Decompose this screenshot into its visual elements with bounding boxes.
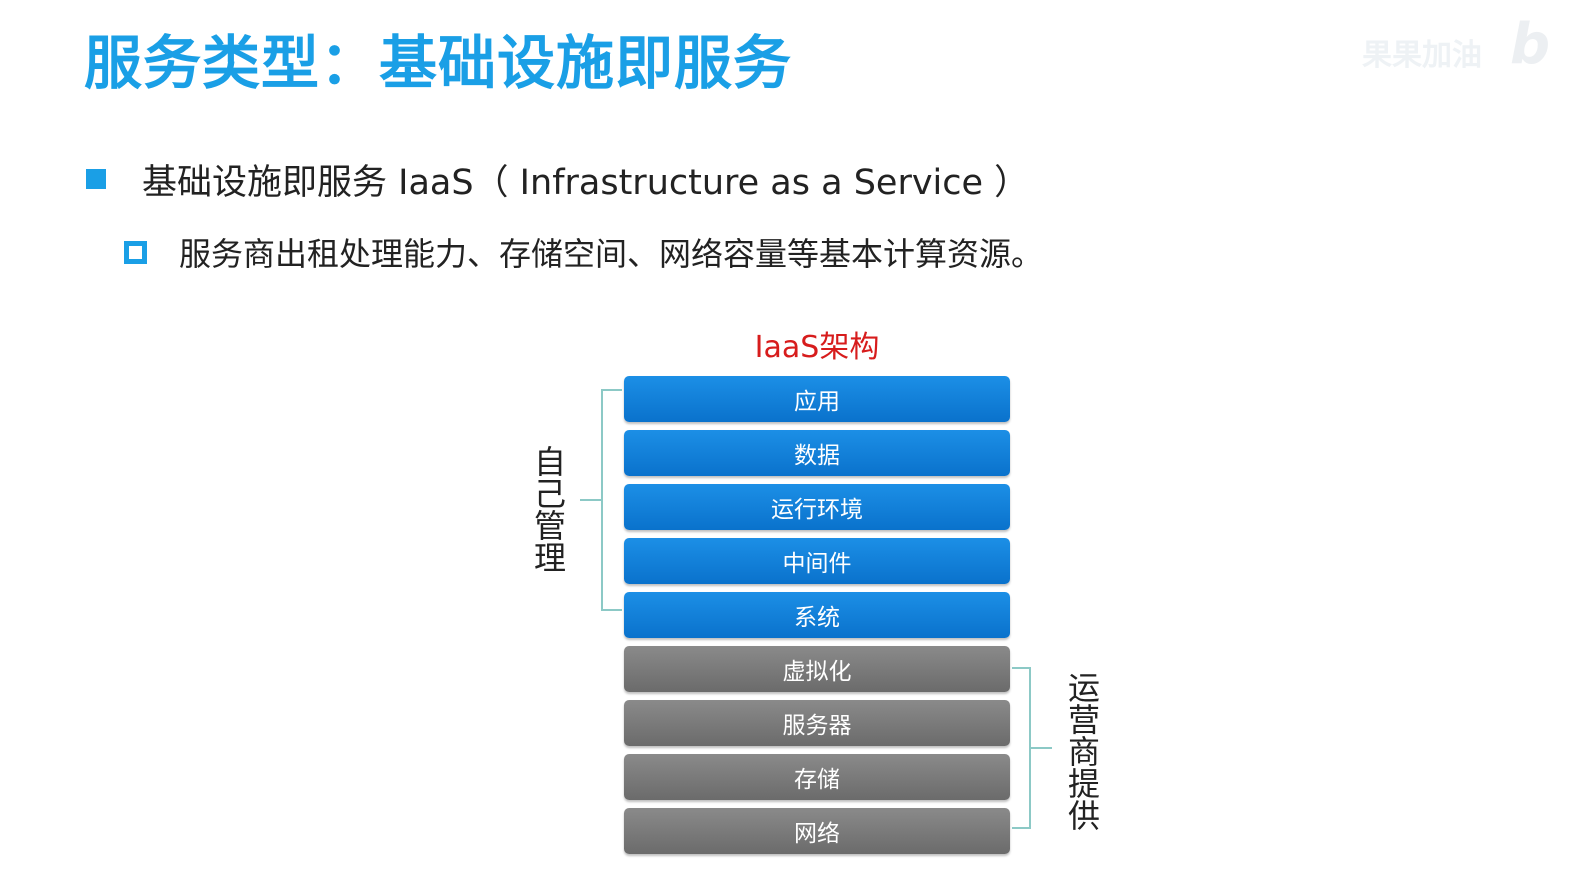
layer-runtime: 运行环境 (624, 484, 1010, 530)
layer-network: 网络 (624, 808, 1010, 854)
layer-os: 系统 (624, 592, 1010, 638)
layer-data: 数据 (624, 430, 1010, 476)
square-bullet-icon (86, 169, 106, 189)
bullet-main: 基础设施即服务 IaaS（ Infrastructure as a Servic… (86, 156, 1030, 203)
provider-supplied-label: 运营商提供 (1067, 669, 1100, 835)
bullet-main-text: 基础设施即服务 IaaS（ Infrastructure as a Servic… (142, 162, 1030, 203)
layer-middleware: 中间件 (624, 538, 1010, 584)
watermark-logo: b (1510, 12, 1551, 77)
slide-title: 服务类型：基础设施即服务 (84, 29, 793, 97)
layer-application: 应用 (624, 376, 1010, 422)
layer-storage: 存储 (624, 754, 1010, 800)
layer-virtualization: 虚拟化 (624, 646, 1010, 692)
watermark-text: 果果加油 (1362, 38, 1482, 73)
diagram-title: IaaS架构 (754, 330, 880, 365)
self-managed-label: 自己管理 (533, 443, 566, 577)
left-bracket (580, 389, 622, 611)
bullet-sub: 服务商出租处理能力、存储空间、网络容量等基本计算资源。 (124, 230, 1043, 274)
bullet-sub-text: 服务商出租处理能力、存储空间、网络容量等基本计算资源。 (179, 235, 1044, 273)
layer-servers: 服务器 (624, 700, 1010, 746)
right-bracket (1012, 667, 1052, 829)
hollow-square-bullet-icon (124, 240, 147, 264)
